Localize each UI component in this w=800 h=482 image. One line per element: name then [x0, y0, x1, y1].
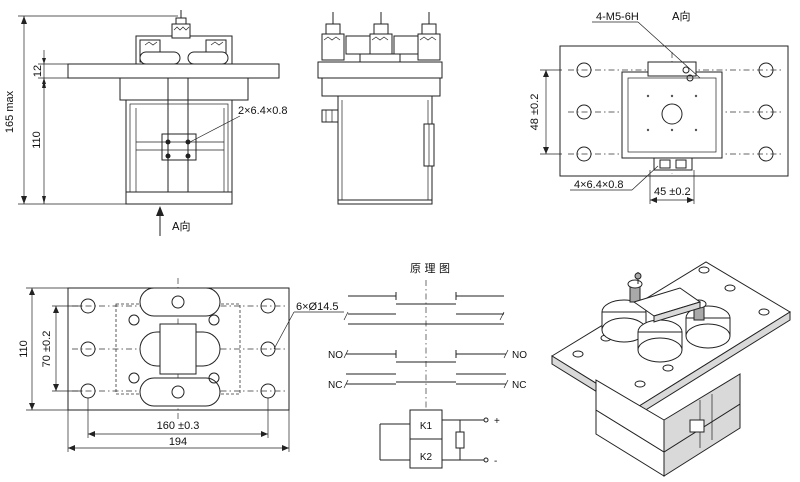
top-dim-vertical: 48 ±0.2 — [529, 94, 541, 131]
schematic-nc-right: NC — [512, 380, 526, 391]
schematic-nc-left: NC — [328, 380, 342, 391]
thread-spec: 4-M5-6H — [596, 11, 639, 23]
schematic: 原 理 图 NO NO NC NC — [328, 262, 527, 469]
plan-hole-spec: 6×Ø14.5 — [296, 301, 339, 313]
dim-flange-thickness: 12 — [32, 65, 44, 77]
plan-dim-width: 194 — [169, 436, 187, 448]
schematic-no-left: NO — [328, 350, 343, 361]
coil-k2: K2 — [420, 452, 433, 463]
schematic-plus: + — [494, 416, 500, 427]
dim-overall-height: 165 max — [4, 90, 16, 133]
coil-k1: K1 — [420, 421, 433, 432]
schematic-title: 原 理 图 — [410, 262, 450, 275]
plan-dim-height: 110 — [18, 340, 30, 358]
dim-body-height: 110 — [31, 131, 43, 149]
schematic-no-right: NO — [512, 350, 527, 361]
side-view-arrow-label: A向 — [172, 219, 191, 233]
top-dim-horizontal: 45 ±0.2 — [654, 186, 691, 198]
front-view — [317, 12, 443, 205]
top-view: 4-M5-6H A向 48 ±0.2 4×6.4×0.8 45 ±0.2 — [529, 9, 789, 204]
top-terminal-spec: 4×6.4×0.8 — [574, 179, 624, 191]
side-view: 165 max 12 110 — [4, 10, 288, 236]
plan-dim-hole-pitch-v: 70 ±0.2 — [41, 331, 53, 368]
plan-dim-hole-pitch-h: 160 ±0.3 — [157, 420, 200, 432]
side-terminal-spec: 2×6.4×0.8 — [238, 105, 288, 117]
plan-view: 6×Ø14.5 110 70 ±0.2 160 ±0.3 194 — [18, 278, 344, 452]
schematic-minus: - — [494, 456, 497, 467]
top-view-label: A向 — [672, 9, 691, 23]
isometric-view — [551, 261, 791, 477]
